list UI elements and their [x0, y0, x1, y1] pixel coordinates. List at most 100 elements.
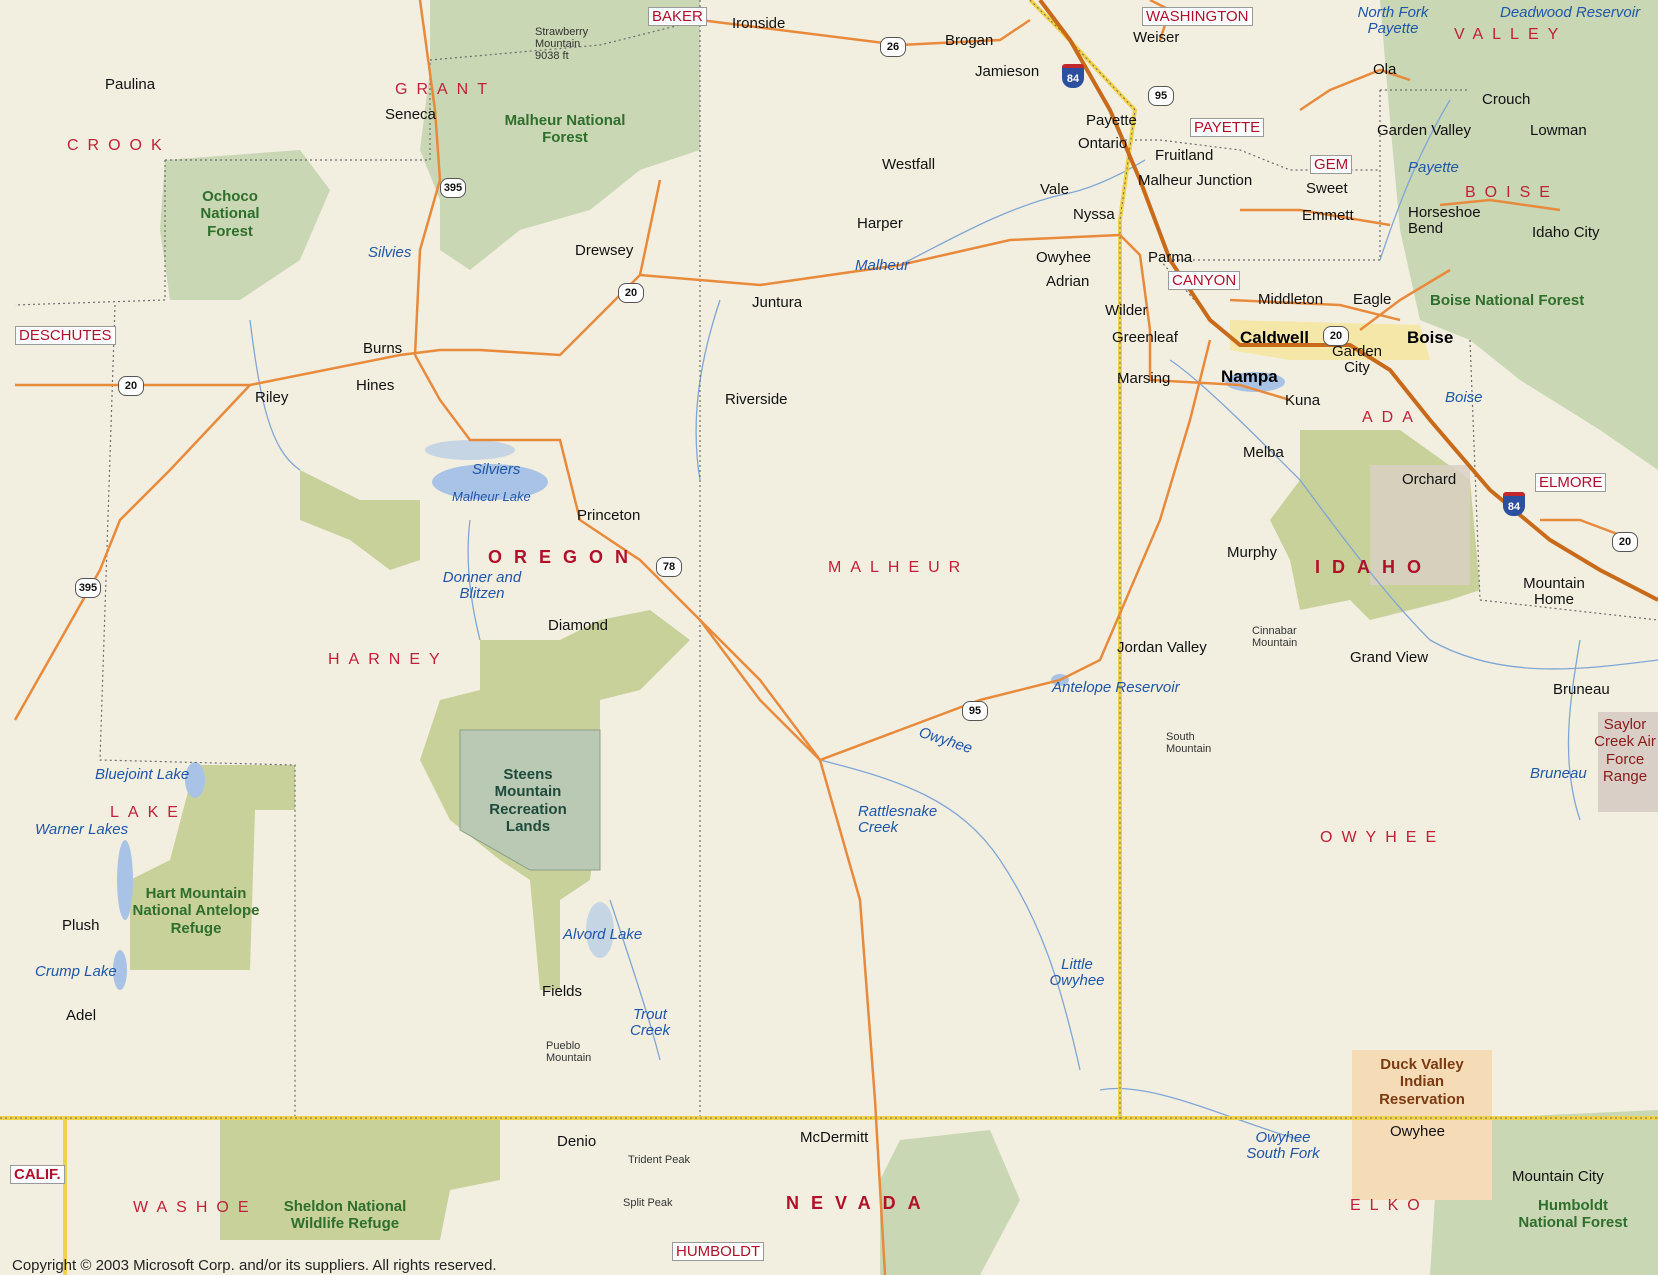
city-adrian: Adrian [1046, 273, 1090, 290]
city-jamieson: Jamieson [975, 63, 1040, 80]
city-drewsey: Drewsey [575, 242, 634, 259]
city-mountain-city: Mountain City [1512, 1168, 1604, 1185]
state-label-oregon: OREGON [488, 547, 641, 567]
county-label-gem: GEM [1310, 155, 1353, 174]
park-boise-nf: Boise National Forest [1430, 292, 1585, 309]
sheldon-refuge-area [220, 1120, 500, 1240]
city-garden-valley: Garden Valley [1377, 122, 1471, 139]
city-harper: Harper [857, 215, 903, 232]
route-shield-us95: 95 [1148, 86, 1174, 106]
water-antelope-reservoir: Antelope Reservoir [1052, 679, 1180, 696]
water-bluejoint-lake: Bluejoint Lake [95, 766, 190, 783]
boise-forest-area [1380, 0, 1658, 470]
county-label-ada: ADA [1362, 409, 1422, 426]
city-middleton: Middleton [1258, 291, 1324, 308]
city-nyssa: Nyssa [1073, 206, 1115, 223]
city-crouch: Crouch [1482, 91, 1531, 108]
peak-strawberry: Strawberry Mountain 9038 ft [535, 26, 589, 63]
city-owyhee-nv: Owyhee [1390, 1123, 1446, 1140]
water-crump-lake: Crump Lake [35, 963, 117, 980]
water-donner-blitzen: Donner and Blitzen [442, 569, 522, 602]
city-owyhee: Owyhee [1036, 249, 1092, 266]
county-label-valley: VALLEY [1454, 26, 1568, 43]
county-label-washington: WASHINGTON [1142, 7, 1253, 26]
city-seneca: Seneca [385, 106, 436, 123]
route-shield-us26: 26 [880, 37, 906, 57]
peak-trident: Trident Peak [628, 1154, 690, 1166]
city-murphy: Murphy [1227, 544, 1278, 561]
interstate-84 [1038, 0, 1658, 602]
county-label-deschutes: DESCHUTES [15, 326, 116, 345]
water-deadwood-reservoir: Deadwood Reservoir [1500, 4, 1641, 21]
warner-lakes [117, 840, 133, 920]
water-owyhee-south-fork: Owyhee South Fork [1246, 1129, 1320, 1162]
county-label-payette: PAYETTE [1190, 118, 1265, 137]
peak-cinnabar: Cinnabar Mountain [1252, 625, 1298, 650]
ochoco-forest-area [160, 150, 330, 300]
city-fields: Fields [542, 983, 583, 1000]
water-nf-payette: North Fork Payette [1357, 4, 1429, 37]
city-parma: Parma [1148, 249, 1193, 266]
water-payette-river: Payette [1408, 159, 1459, 176]
city-mountain-home: Mountain Home [1523, 575, 1585, 608]
park-sheldon: Sheldon National Wildlife Refuge [283, 1198, 407, 1233]
county-label-canyon: CANYON [1168, 271, 1241, 290]
city-westfall: Westfall [882, 156, 936, 173]
city-orchard: Orchard [1402, 471, 1457, 488]
alvord-lake [586, 902, 614, 958]
park-hart-mountain: Hart Mountain National Antelope Refuge [132, 885, 260, 937]
state-label-idaho: IDAHO [1315, 557, 1433, 577]
water-little-owyhee: Little Owyhee [1049, 956, 1105, 989]
city-jordan-valley: Jordan Valley [1117, 639, 1207, 656]
malheur-lake [432, 464, 548, 500]
city-ontario: Ontario [1078, 135, 1128, 152]
route-shield-us95-south: 95 [962, 701, 988, 721]
city-fruitland: Fruitland [1155, 147, 1214, 164]
city-emmett: Emmett [1302, 207, 1354, 224]
water-trout-creek: Trout Creek [629, 1006, 670, 1039]
city-nampa: Nampa [1221, 367, 1278, 386]
county-label-crook: CROOK [67, 137, 171, 154]
bluejoint-lake [185, 762, 205, 798]
water-malheur-lake: Malheur Lake [452, 489, 531, 504]
state-border-dots [0, 0, 1658, 1120]
water-rattlesnake-creek: Rattlesnake Creek [858, 803, 938, 836]
city-ola: Ola [1373, 61, 1397, 78]
water-malheur-river: Malheur [855, 257, 910, 274]
city-lowman: Lowman [1530, 122, 1587, 139]
park-ochoco-nf: Ochoco National Forest [200, 188, 260, 240]
peak-pueblo: Pueblo Mountain [546, 1040, 592, 1065]
route-shield-i84-east: 84 [1503, 492, 1525, 516]
water-warner-lakes: Warner Lakes [35, 821, 129, 838]
water-alvord-lake: Alvord Lake [563, 926, 643, 943]
water-boise-river: Boise [1445, 389, 1483, 406]
park-steens: Steens Mountain Recreation Lands [489, 766, 567, 835]
city-malheur-junction: Malheur Junction [1138, 172, 1253, 189]
city-bruneau: Bruneau [1553, 681, 1610, 698]
city-caldwell: Caldwell [1240, 328, 1309, 347]
rivers [249, 99, 1658, 1141]
city-idaho-city: Idaho City [1532, 224, 1600, 241]
city-weiser: Weiser [1133, 29, 1180, 46]
county-label-malheur: MALHEUR [828, 559, 970, 576]
county-label-elko: ELKO [1350, 1197, 1429, 1214]
city-horseshoe-bend: Horseshoe Bend [1408, 204, 1481, 237]
park-malheur-nf: Malheur National Forest [504, 112, 626, 147]
city-garden-city: Garden City [1331, 343, 1383, 376]
route-shield-or78: 78 [656, 557, 682, 577]
city-boise: Boise [1407, 328, 1454, 347]
state-label-nevada: NEVADA [786, 1193, 933, 1213]
peak-split: Split Peak [623, 1197, 673, 1209]
crump-lake [113, 950, 127, 990]
county-label-harney: HARNEY [328, 651, 449, 668]
city-grand-view: Grand View [1350, 649, 1429, 666]
county-label-washoe: WASHOE [133, 1199, 258, 1216]
saylor-range-area [1598, 712, 1658, 812]
city-greenleaf: Greenleaf [1112, 329, 1178, 346]
city-adel: Adel [66, 1007, 97, 1024]
peak-south-mountain: South Mountain [1166, 731, 1212, 756]
city-denio: Denio [557, 1133, 597, 1150]
silvies-lake [425, 440, 515, 460]
water-owyhee-river: Owyhee [916, 723, 975, 758]
